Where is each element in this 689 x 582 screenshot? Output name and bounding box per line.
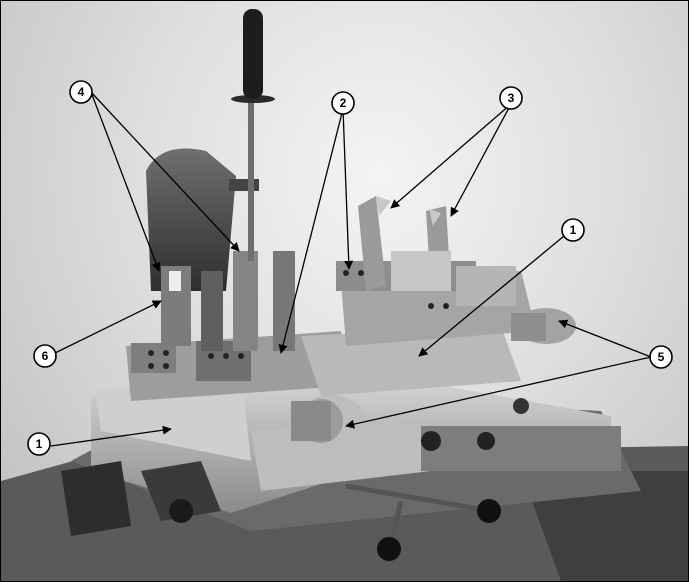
callout-1-right: 1 <box>561 218 585 242</box>
svg-text:5: 5 <box>658 350 665 364</box>
callout-3: 3 <box>499 86 523 110</box>
callout-2: 2 <box>331 91 355 115</box>
leader-lines <box>50 91 652 447</box>
callout-4: 4 <box>69 80 93 104</box>
svg-text:3: 3 <box>508 91 515 105</box>
callout-5: 5 <box>649 345 673 369</box>
cutter-handle <box>231 9 275 261</box>
svg-text:1: 1 <box>570 223 577 237</box>
svg-text:2: 2 <box>340 96 347 110</box>
callout-1-left: 1 <box>27 432 51 456</box>
svg-text:6: 6 <box>42 349 49 363</box>
lever-handles <box>169 398 529 561</box>
svg-text:4: 4 <box>78 85 85 99</box>
callout-6: 6 <box>33 344 57 368</box>
right-clamp-assembly <box>358 196 516 306</box>
svg-text:1: 1 <box>36 437 43 451</box>
left-clamp-assembly <box>146 148 295 351</box>
screw-knobs <box>291 308 576 447</box>
